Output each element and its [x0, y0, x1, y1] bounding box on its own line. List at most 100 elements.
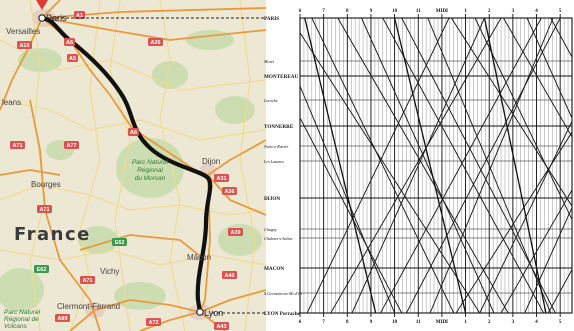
- road-shield-a43: A43: [214, 322, 229, 330]
- svg-text:A77: A77: [66, 143, 76, 149]
- train-line-southbound: [337, 18, 509, 313]
- svg-text:A89: A89: [57, 316, 67, 322]
- svg-text:E62: E62: [37, 267, 47, 273]
- train-line-southbound: [361, 18, 495, 313]
- hour-label-bottom: 3: [512, 320, 515, 325]
- hour-label-top: 9: [370, 9, 373, 14]
- hour-label-bottom: 11: [416, 320, 421, 325]
- hour-label-top: MIDI: [436, 9, 448, 14]
- hour-label-bottom: 2: [488, 320, 491, 325]
- svg-text:Parc Naturel: Parc Naturel: [4, 309, 41, 316]
- svg-text:A1: A1: [76, 13, 83, 19]
- paris-marker: [36, 0, 48, 22]
- station-label-dijon: DIJON: [264, 196, 280, 202]
- train-line-southbound: [427, 18, 552, 313]
- road-shield-e62b: E62: [34, 265, 49, 273]
- train-line-northbound: [330, 18, 502, 313]
- train-line-northbound: [380, 18, 542, 313]
- svg-text:A39: A39: [230, 230, 240, 236]
- svg-text:Régional de: Régional de: [4, 316, 39, 323]
- svg-text:A6: A6: [130, 130, 137, 136]
- road-shield-a10: A10: [17, 41, 32, 49]
- hour-label-bottom: 10: [392, 320, 398, 325]
- train-line-northbound: [351, 18, 485, 313]
- train-line-southbound: [300, 31, 481, 313]
- station-label-nuits: Nuits-s-Ravièr: [263, 144, 289, 149]
- lyon-marker: [196, 308, 204, 316]
- hour-label-bottom: 5: [559, 320, 562, 325]
- train-line-southbound: [474, 18, 572, 221]
- city-label-bourges: Bourges: [31, 180, 61, 189]
- svg-text:du Morvan: du Morvan: [135, 175, 166, 182]
- train-line-southbound: [526, 18, 572, 120]
- hour-label-bottom: MIDI: [436, 320, 448, 325]
- road-shield-a72: A72: [146, 318, 161, 326]
- station-label-chalons: Chalons-s-Saône: [264, 236, 293, 241]
- svg-text:A40: A40: [224, 273, 234, 279]
- hour-label-top: 2: [488, 9, 491, 14]
- station-label-tonnerre: TONNERRE: [264, 124, 294, 130]
- train-line-northbound: [306, 18, 450, 313]
- train-line-northbound: [479, 120, 572, 313]
- region-label-morvan: Parc Naturel Régional du Morvan: [132, 159, 169, 182]
- svg-text:A71: A71: [82, 278, 92, 284]
- road-shield-a71-top: A71: [10, 141, 25, 149]
- road-shield-a26: A26: [148, 38, 163, 46]
- timetable-frame: [299, 17, 573, 314]
- svg-text:Régional: Régional: [137, 167, 163, 174]
- svg-text:A26: A26: [150, 40, 160, 46]
- road-shield-a31: A31: [214, 174, 229, 182]
- svg-text:A71: A71: [39, 207, 49, 213]
- region-label-volcans: Parc Naturel Régional de Volcans: [4, 309, 41, 330]
- station-label-paris: PARIS: [264, 16, 279, 22]
- train-line-northbound: [500, 189, 572, 313]
- svg-text:Volcans: Volcans: [4, 323, 28, 330]
- road-shield-a5: A5: [67, 54, 78, 62]
- city-label-versailles: Versailles: [6, 27, 40, 36]
- road-shield-e62: E62: [112, 238, 127, 246]
- train-lines: [300, 18, 572, 313]
- hour-label-top: 3: [512, 9, 515, 14]
- svg-text:A10: A10: [19, 43, 29, 49]
- station-label-laroche: Laroche: [263, 98, 278, 103]
- country-label: France: [14, 224, 91, 245]
- hour-label-bottom: 7: [322, 320, 325, 325]
- train-line-northbound: [429, 18, 554, 313]
- train-line-southbound: [311, 18, 455, 313]
- hour-label-bottom: 1: [464, 320, 467, 325]
- road-shield-a40: A40: [222, 271, 237, 279]
- road-shield-a1: A1: [74, 11, 85, 19]
- svg-text:A71: A71: [12, 143, 22, 149]
- hour-label-bottom: 4: [535, 320, 538, 325]
- route-map: A10 A6 A5 A26 A6 A77: [0, 0, 300, 331]
- express-train-line: [304, 18, 377, 313]
- hour-label-top: 7: [322, 9, 325, 14]
- road-shield-a36: A36: [222, 187, 237, 195]
- hour-label-bottom: 6: [299, 320, 302, 325]
- road-shield-a77: A77: [64, 141, 79, 149]
- station-label-laumes: Les Laumes: [263, 159, 284, 164]
- svg-text:A6: A6: [66, 40, 73, 46]
- hour-label-top: 5: [559, 9, 562, 14]
- station-label-macon: MACON: [264, 266, 284, 272]
- hour-label-top: 10: [392, 9, 398, 14]
- hour-label-top: 4: [535, 9, 538, 14]
- train-line-northbound: [524, 206, 572, 313]
- station-label-st-germain: S.Germain-au-Mt.d'Or: [264, 291, 303, 296]
- road-shields: A10 A6 A5 A26 A6 A77: [10, 11, 243, 330]
- svg-text:A31: A31: [216, 176, 226, 182]
- station-labels: PARISMoretMONTEREAULarocheTONNERRENuits-…: [263, 16, 303, 317]
- svg-text:A72: A72: [148, 320, 158, 326]
- svg-text:A43: A43: [216, 324, 226, 330]
- svg-text:A36: A36: [224, 189, 234, 195]
- station-label-chagny: Chagny: [264, 227, 277, 232]
- train-line-northbound: [406, 18, 561, 313]
- city-label-dijon: Dijon: [202, 157, 220, 166]
- hour-label-bottom: 9: [370, 320, 373, 325]
- station-label-moret: Moret: [263, 59, 275, 64]
- road-shield-a6-mid: A6: [128, 128, 139, 136]
- road-shield-a89: A89: [55, 314, 70, 322]
- express-train-line: [483, 18, 547, 313]
- hour-label-top: 11: [416, 9, 421, 14]
